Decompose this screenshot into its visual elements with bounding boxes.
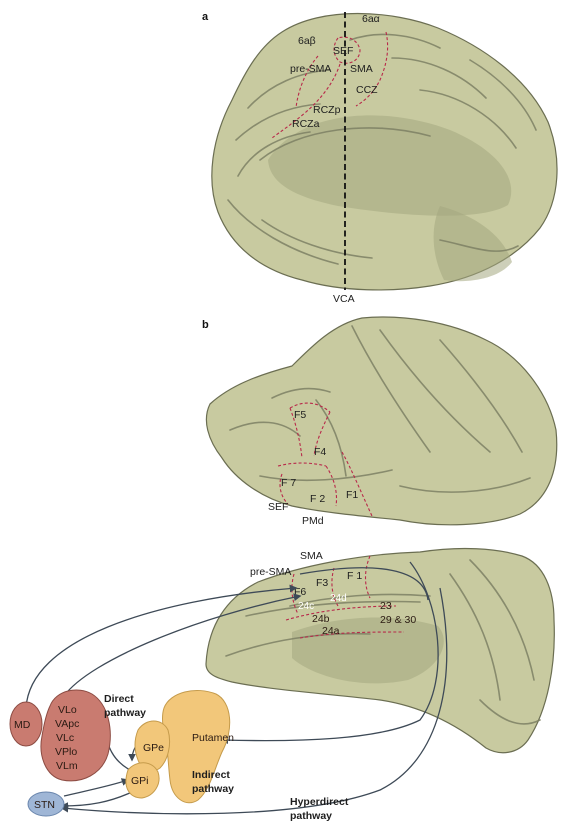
stn-to-gpi-arrow (64, 780, 128, 796)
label-f5: F5 (294, 409, 306, 421)
label-rczp: RCZp (313, 104, 341, 116)
label-vlo: VLo (58, 704, 77, 716)
label-f1-medial: F 1 (347, 570, 362, 582)
hyperdirect-pathway-label-2: pathway (290, 810, 332, 822)
panel-a: a 6aβ 6aα SEF pre-SMA SMA (202, 11, 557, 305)
label-putamen: Putamen (192, 732, 234, 744)
label-vapc: VApc (55, 718, 79, 730)
direct-pathway-label-1: Direct (104, 693, 134, 705)
label-29-30: 29 & 30 (380, 614, 416, 626)
indirect-pathway-label-1: Indirect (192, 769, 230, 781)
label-gpi: GPi (131, 775, 149, 787)
indirect-pathway-label-2: pathway (192, 783, 234, 795)
label-sma-a: SMA (350, 63, 373, 75)
label-rcza: RCZa (292, 118, 320, 130)
label-vlm: VLm (56, 760, 78, 772)
label-vlc: VLc (56, 732, 74, 744)
label-vca: VCA (333, 293, 355, 305)
label-ccz: CCZ (356, 84, 378, 96)
label-md: MD (14, 719, 31, 731)
label-f3: F3 (316, 577, 328, 589)
label-f7: F 7 (281, 477, 296, 489)
label-23: 23 (380, 600, 392, 612)
label-presma-a: pre-SMA (290, 63, 331, 75)
label-24a: 24a (322, 625, 340, 637)
label-vplo: VPlo (55, 746, 77, 758)
label-stn: STN (34, 799, 55, 811)
direct-pathway-label-2: pathway (104, 707, 146, 719)
monkey-lateral-hemisphere (206, 317, 556, 525)
panel-b: b F5 F4 F 7 F 2 F1 SEF PMd (202, 317, 557, 527)
label-24c: 24c (298, 601, 314, 612)
label-pmd: PMd (302, 515, 324, 527)
label-24d: 24d (330, 593, 347, 604)
label-6aa: 6aα (362, 13, 380, 25)
label-f4: F4 (314, 446, 326, 458)
label-presma-b: pre-SMA (250, 566, 291, 578)
label-gpe: GPe (143, 742, 164, 754)
panel-b-label: b (202, 319, 209, 331)
label-6ab: 6aβ (298, 35, 316, 47)
label-24b: 24b (312, 613, 330, 625)
label-f2: F 2 (310, 493, 325, 505)
label-sef-b: SEF (268, 501, 288, 513)
hyperdirect-pathway-label-1: Hyperdirect (290, 796, 349, 808)
label-sef-a: SEF (333, 45, 353, 57)
panel-a-label: a (202, 11, 209, 23)
panel-b-medial: SMA pre-SMA F6 F3 F 1 24c 24d 23 24b 29 … (206, 549, 554, 753)
label-f1-lateral: F1 (346, 489, 358, 501)
label-sma-b: SMA (300, 550, 323, 562)
